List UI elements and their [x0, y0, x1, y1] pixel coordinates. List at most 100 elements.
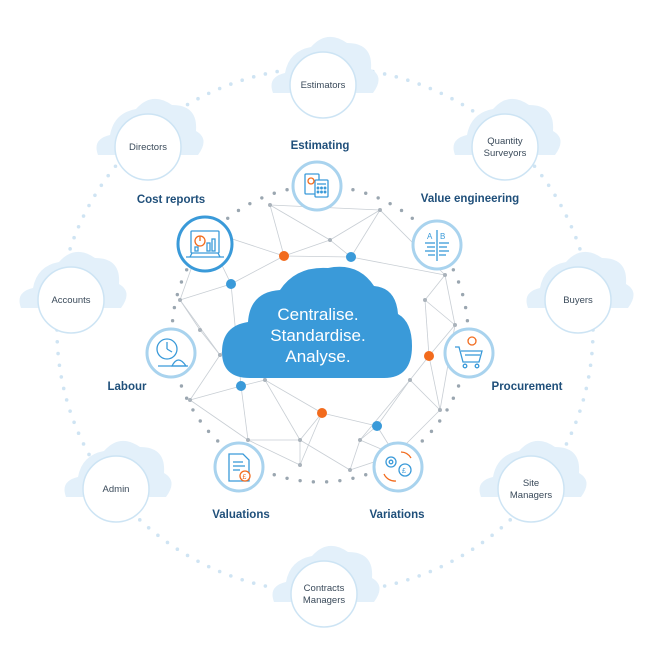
mesh-edge: [376, 379, 411, 427]
mesh-edge: [299, 412, 323, 441]
svg-text:A: A: [427, 232, 433, 241]
role-accounts: Accounts: [19, 251, 127, 334]
clock-worker-icon: [156, 338, 188, 367]
function-label-procurement: Procurement: [492, 381, 563, 393]
mesh-node: [218, 353, 222, 357]
outer-ring-dot: [428, 569, 433, 574]
mesh-edge: [264, 379, 323, 414]
mesh-node: [178, 298, 182, 302]
inner-ring-dot: [179, 280, 184, 284]
outer-ring-dot: [263, 72, 268, 76]
role-label-site-managers: Site: [523, 478, 539, 489]
mesh-edge: [321, 412, 378, 427]
inner-ring-dot: [175, 292, 180, 297]
inner-ring-dot: [429, 429, 434, 434]
mesh-edge: [424, 299, 430, 357]
inner-ring-dot: [465, 319, 470, 323]
outer-ring-dot: [540, 173, 544, 178]
inner-ring-dot: [179, 384, 184, 388]
role-label-quantity-surveyors: Surveyors: [484, 148, 527, 159]
inner-ring-dot: [311, 480, 316, 484]
blue-node: [346, 252, 356, 262]
outer-ring-dot: [81, 214, 86, 218]
outer-ring-dot: [56, 351, 60, 356]
function-estimating: Estimating: [291, 140, 350, 212]
role-label-admin: Admin: [103, 484, 130, 495]
inner-ring-dot: [364, 473, 368, 477]
outer-ring-dot: [185, 102, 190, 107]
outer-ring-dot: [206, 91, 211, 96]
inner-ring-dot: [451, 268, 456, 272]
inner-ring-dot: [388, 201, 392, 206]
inner-ring-dot: [285, 476, 289, 480]
outer-ring-dot: [581, 398, 586, 402]
role-buyers: Buyers: [526, 251, 634, 334]
outer-ring-dot: [113, 164, 118, 169]
outer-ring-dot: [57, 363, 62, 368]
outer-ring-dot: [460, 102, 465, 107]
outer-ring-dot: [564, 214, 569, 218]
mesh-node: [246, 438, 250, 442]
inner-ring-dot: [456, 280, 461, 284]
role-label-directors: Directors: [129, 142, 167, 153]
function-procurement: Procurement: [443, 327, 563, 393]
gears-pound-icon: £: [383, 451, 412, 482]
inner-ring-dot: [351, 476, 355, 480]
inner-ring-dot: [351, 188, 355, 192]
outer-ring-dot: [93, 193, 97, 198]
outer-ring-dot: [590, 351, 594, 356]
mesh-edge: [299, 439, 351, 471]
outer-ring-dot: [251, 75, 256, 79]
inner-ring-dot: [456, 384, 461, 388]
inner-ring-dot: [170, 319, 175, 323]
inner-ring-dot: [198, 419, 202, 423]
shopping-cart-icon: [455, 336, 483, 369]
inner-ring-dot: [438, 419, 442, 423]
outer-ring-dot: [417, 574, 421, 578]
outer-ring-dot: [564, 442, 569, 446]
inner-ring-dot: [463, 305, 468, 310]
mesh-edge: [189, 385, 242, 401]
mesh-node: [263, 378, 267, 382]
outer-ring-dot: [64, 398, 69, 402]
outer-ring-dot: [546, 183, 551, 188]
function-variations: £ Variations: [370, 441, 425, 521]
mesh-edge: [179, 299, 221, 356]
mesh-edge: [424, 299, 456, 326]
outer-ring-dot: [499, 525, 504, 530]
outer-ring-dot: [382, 72, 387, 76]
calculator-document-icon: [304, 173, 329, 198]
role-estimators: Estimators: [271, 36, 379, 119]
outer-ring-dot: [406, 577, 410, 582]
outer-ring-dot: [480, 540, 485, 545]
outer-ring-dot: [196, 96, 200, 101]
outer-ring-dot: [137, 518, 142, 522]
outer-ring-dot: [251, 581, 256, 585]
outer-ring-dot: [55, 339, 60, 344]
mesh-edge: [409, 355, 430, 381]
outer-ring-dot: [584, 386, 589, 391]
outer-ring-dot: [76, 224, 81, 229]
mesh-edge: [230, 255, 285, 285]
inner-ring-dot: [410, 216, 414, 220]
mesh-edge: [179, 299, 201, 331]
mesh-node: [328, 238, 332, 242]
role-label-contracts-managers: Contracts: [304, 583, 345, 594]
function-labour: Labour: [108, 327, 197, 393]
mesh-edge: [350, 256, 446, 276]
mesh-node: [408, 378, 412, 382]
mesh-edge: [240, 385, 249, 441]
outer-ring-dot: [217, 86, 222, 91]
mesh-node: [298, 463, 302, 467]
inner-ring-dot: [184, 268, 189, 272]
outer-ring-dot: [553, 193, 557, 198]
function-label-estimating: Estimating: [291, 140, 350, 152]
outer-ring-dot: [450, 559, 454, 564]
function-label-variations: Variations: [370, 509, 425, 521]
outer-ring-dot: [196, 559, 200, 564]
center-line-1: Centralise.: [277, 305, 358, 324]
orange-node: [279, 251, 289, 261]
